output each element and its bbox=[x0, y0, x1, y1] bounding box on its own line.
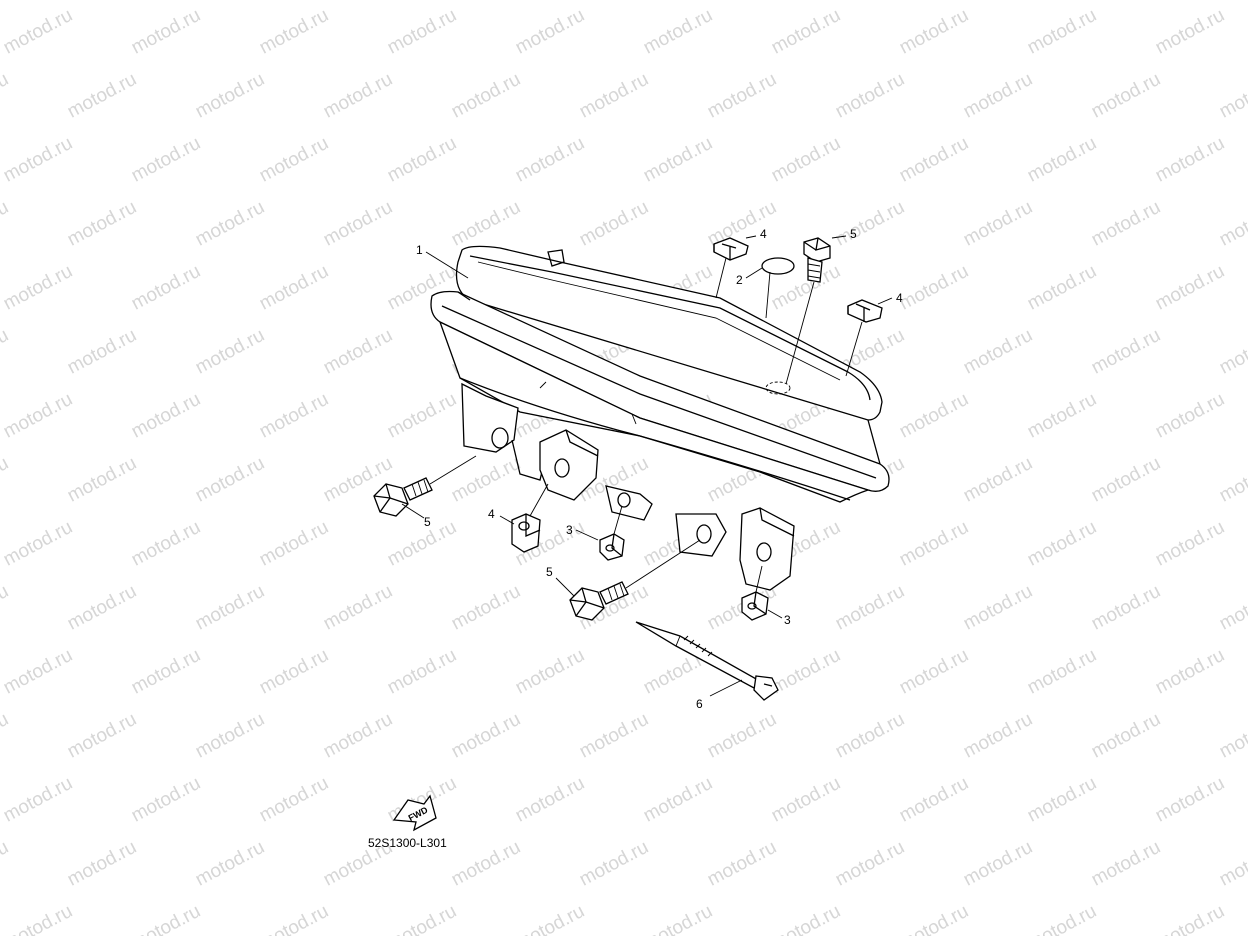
part-4-clip-left bbox=[511, 483, 549, 553]
part-2-cap bbox=[761, 257, 795, 319]
callout-1: 1 bbox=[416, 243, 423, 257]
part-5-bolt-top bbox=[785, 237, 831, 385]
fwd-arrow: FWD bbox=[392, 794, 437, 832]
callout-3-right: 3 bbox=[784, 613, 791, 627]
callout-5-top: 5 bbox=[850, 227, 857, 241]
callouts: 1 2 4 5 4 5 4 3 5 3 6 bbox=[416, 227, 903, 711]
diagram-code: 52S1300-L301 bbox=[368, 836, 447, 850]
part-3-nut-center bbox=[599, 505, 625, 561]
callout-5-left: 5 bbox=[424, 515, 431, 529]
part-4-clip-top bbox=[713, 237, 749, 299]
part-5-bolt-left bbox=[373, 455, 477, 517]
leader-lines bbox=[401, 235, 893, 697]
meter-assembly bbox=[430, 245, 890, 591]
part-4-clip-right bbox=[845, 299, 883, 377]
callout-4-top: 4 bbox=[760, 227, 767, 241]
callout-5-center: 5 bbox=[546, 565, 553, 579]
callout-2: 2 bbox=[736, 273, 743, 287]
callout-4-left: 4 bbox=[488, 507, 495, 521]
callout-6: 6 bbox=[696, 697, 703, 711]
part-3-nut-right bbox=[741, 565, 769, 621]
part-6-cable-tie bbox=[635, 621, 779, 701]
callout-3-center: 3 bbox=[566, 523, 573, 537]
part-5-bolt-center bbox=[569, 539, 701, 621]
callout-4-right: 4 bbox=[896, 291, 903, 305]
